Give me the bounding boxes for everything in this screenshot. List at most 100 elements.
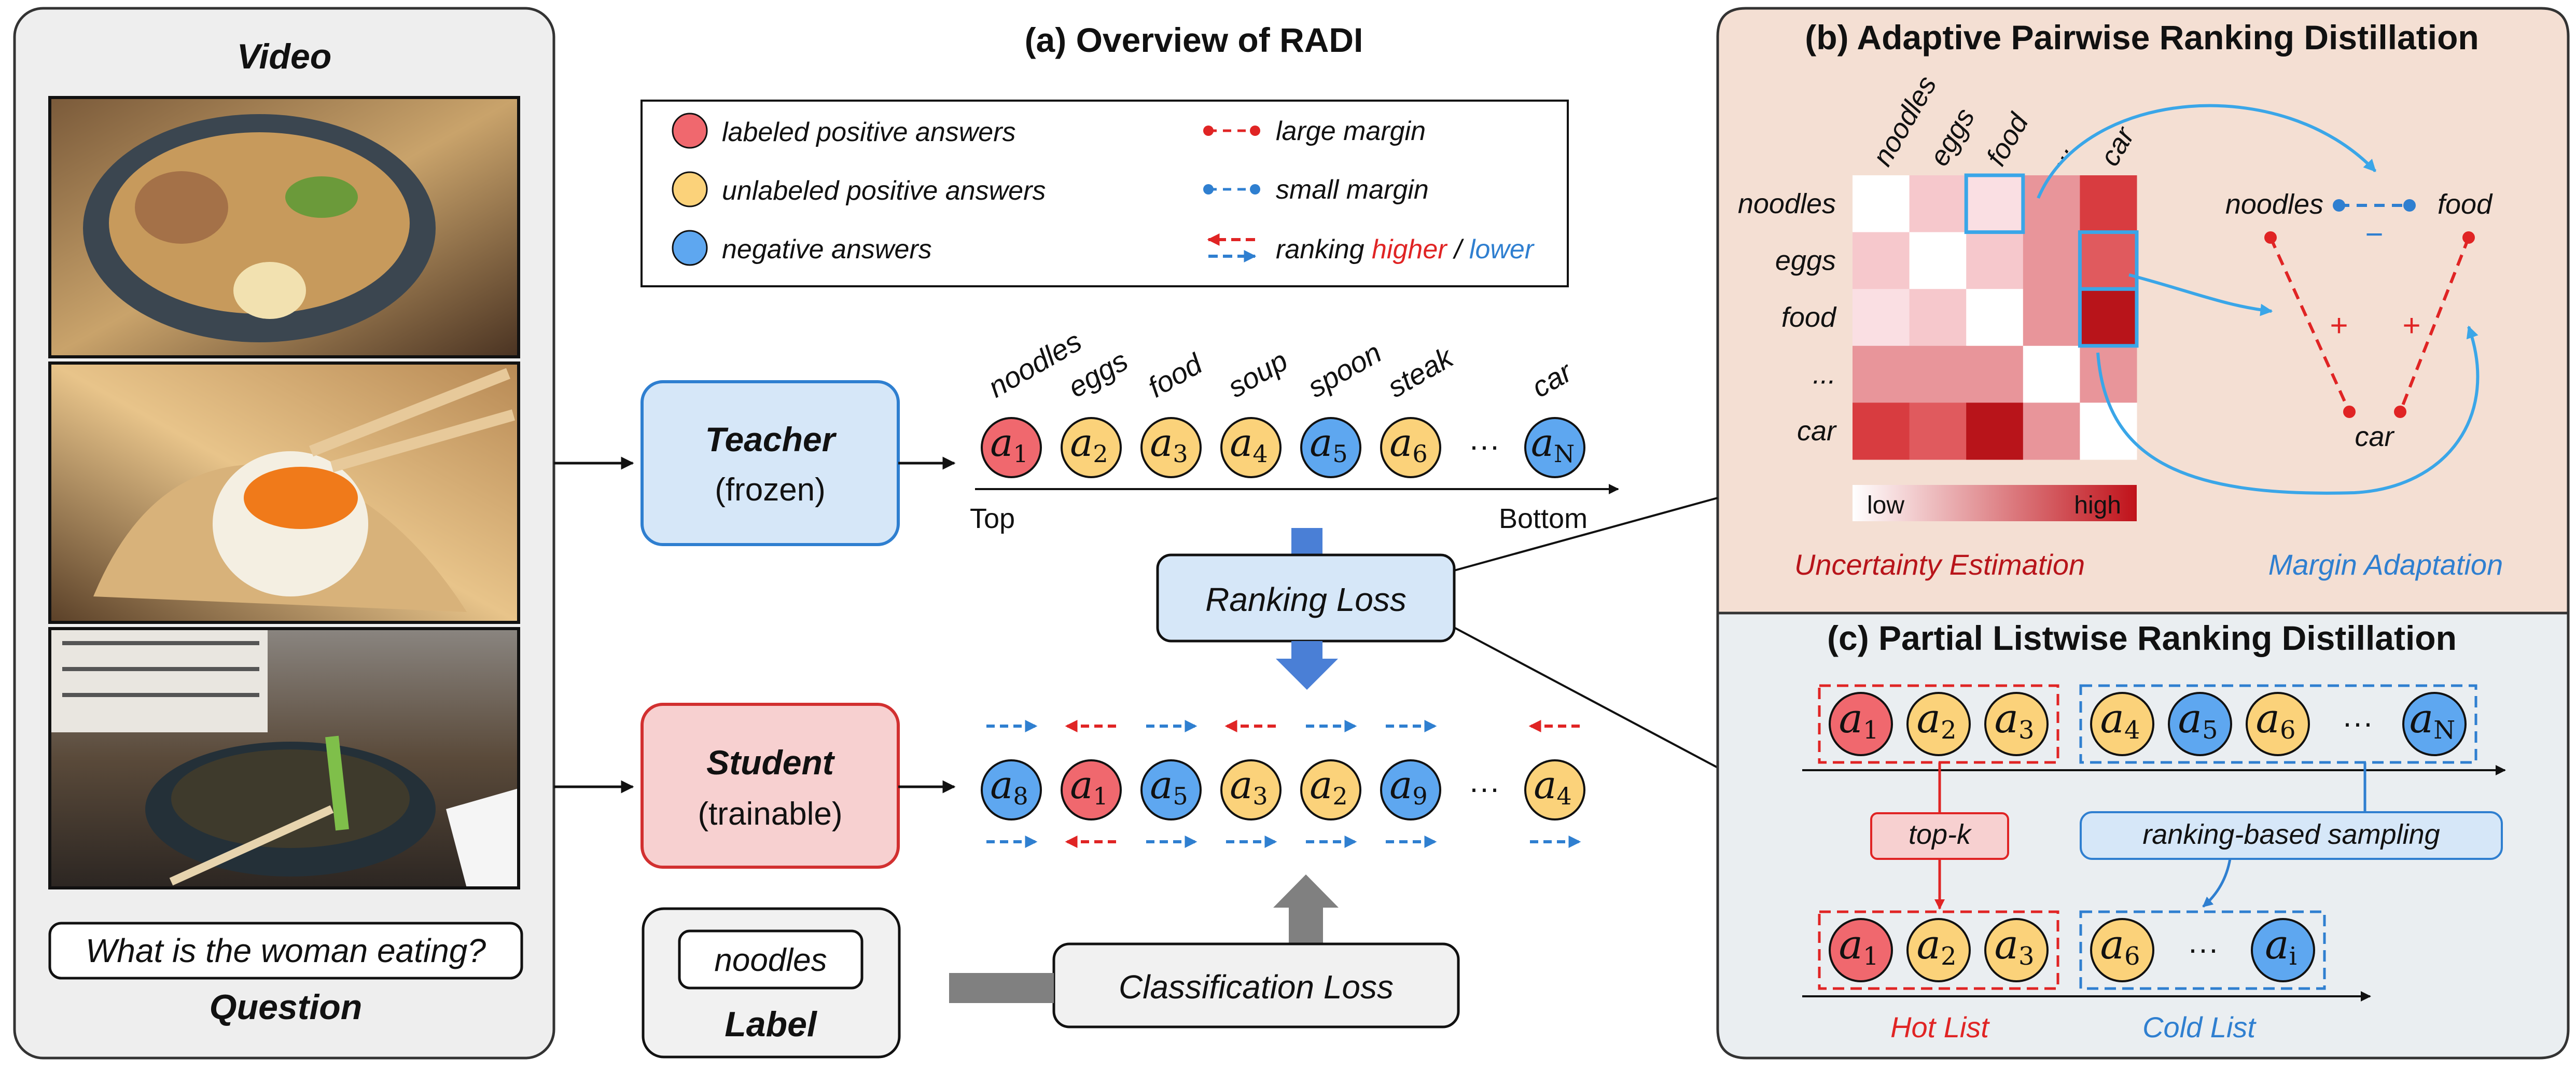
heatmap-cell-2-4 (2023, 232, 2080, 289)
teacher-word-7: car (1526, 355, 1579, 404)
video-frame-2 (48, 361, 520, 624)
bottom-list-answer-4-shape (2090, 918, 2154, 982)
student-answer-7: a4 (1524, 759, 1585, 820)
teacher-box: Teacher (frozen) (640, 380, 900, 546)
margin-adaptation-label: Margin Adaptation (2268, 548, 2503, 581)
student-answer-4: a3 (1220, 759, 1282, 820)
top-list-answer-1-shape (1829, 692, 1893, 756)
heatmap-cell-3-2 (1909, 289, 1967, 346)
top-list-answer-2-shape (1906, 692, 1971, 756)
legend-unlabeled-dot (672, 171, 708, 207)
heatmap-row-label-5: car (1797, 415, 1837, 447)
bottom-list-answer-4-label: a6 (2100, 922, 2140, 971)
listwise-title: (c) Partial Listwise Ranking Distillatio… (1827, 619, 2457, 657)
top-list-answer-7-shape (2402, 692, 2467, 756)
bottom-list-answer-1-shape (1829, 918, 1893, 982)
student-answer-7-shape (1524, 759, 1585, 820)
heatmap-row-label-4: ... (1813, 359, 1836, 390)
pairwise-title: (b) Adaptive Pairwise Ranking Distillati… (1805, 18, 2478, 57)
legend-small-margin-text: small margin (1276, 175, 1429, 205)
sampling-box (2080, 811, 2503, 860)
bottom-list-answer-2-label: a2 (1916, 922, 1956, 971)
teacher-answer-6: a6 (1380, 417, 1441, 478)
heatmap-cell-3-4 (2023, 289, 2080, 346)
legend-lower: lower (1469, 234, 1535, 265)
heatmap-cell-2-2 (1909, 232, 1967, 289)
teacher-answer-1: a1 (981, 417, 1042, 478)
ranking-loss-block: Ranking Loss (1156, 528, 1456, 690)
top-list-answer-2: a2 (1906, 692, 1971, 756)
teacher-answer-3-label: a3 (1150, 421, 1188, 468)
teacher-answer-2-shape (1061, 417, 1122, 478)
label-box: noodles Label (642, 907, 901, 1059)
listwise-panel: (c) Partial Listwise Ranking Distillatio… (1716, 611, 2570, 1060)
callout-to-pairwise (1454, 497, 1718, 572)
label-caption: Label (725, 1005, 818, 1044)
student-answer-5: a2 (1300, 759, 1361, 820)
bottom-list-answer-1-label: a1 (1839, 922, 1878, 971)
heatmap-cell-5-2 (1909, 402, 1967, 460)
heatmap-cell-4-1 (1853, 345, 1910, 403)
teacher-answer-1-shape (981, 417, 1042, 478)
video-frame-3 (48, 627, 520, 889)
teacher-word-6: steak (1382, 340, 1460, 404)
student-box: Student (trainable) (640, 703, 900, 869)
heatmap-highlight-3 (2078, 287, 2139, 348)
teacher-name: Teacher (705, 420, 837, 458)
teacher-answer-5-label: a5 (1310, 421, 1347, 468)
classification-loss-label: Classification Loss (1119, 968, 1394, 1006)
legend-small-margin-icon (1203, 184, 1260, 194)
teacher-word-3: food (1143, 346, 1208, 404)
student-answer-4-shape (1220, 759, 1282, 820)
top-list-answer-6: a6 (2246, 692, 2310, 756)
bottom-list-answer-2-shape (1906, 918, 1971, 982)
student-answer-6-label: a9 (1389, 763, 1427, 810)
overview-title: (a) Overview of RADI (1025, 21, 1363, 59)
heatmap-cell-1-3 (1966, 175, 2024, 233)
student-answer-2-label: a1 (1070, 763, 1108, 810)
legend: labeled positive answers unlabeled posit… (640, 100, 1569, 287)
ranking-loss-label: Ranking Loss (1205, 581, 1407, 618)
margin-minus: − (2365, 217, 2383, 252)
bottom-hot-frame (1818, 910, 2059, 990)
margin-node-car: car (2355, 421, 2394, 452)
question-label: Question (210, 987, 363, 1027)
teacher-word-4: soup (1222, 344, 1293, 404)
top-list-answer-7: aN (2402, 692, 2467, 756)
video-title: Video (237, 37, 332, 76)
heatmap-highlight-1 (1964, 173, 2025, 234)
top-list-answer-2-label: a2 (1916, 696, 1956, 745)
top-list-answer-5: a5 (2168, 692, 2232, 756)
legend-ranking-icon (1207, 233, 1257, 262)
heatmap-cell-1-2 (1909, 175, 1967, 233)
student-answer-1: a8 (981, 759, 1042, 820)
heatmap-cell-2-3 (1966, 232, 2024, 289)
teacher-answer-4: a4 (1220, 417, 1282, 478)
student-answer-3-shape (1140, 759, 1202, 820)
teacher-axis-bottom: Bottom (1499, 503, 1588, 534)
heatmap-cell-5-1 (1853, 402, 1910, 460)
teacher-answer-7: aN (1524, 417, 1585, 478)
student-answer-3: a5 (1140, 759, 1202, 820)
classification-block: Classification Loss (949, 874, 1460, 1028)
teacher-answer-5-shape (1300, 417, 1361, 478)
heatmap-cell-3-1 (1853, 289, 1910, 346)
margin-plus-left: + (2330, 308, 2348, 343)
video-frame-1 (48, 96, 520, 358)
bottom-list-answer-1: a1 (1829, 918, 1893, 982)
teacher-answer-5: a5 (1300, 417, 1361, 478)
student-answer-5-shape (1300, 759, 1361, 820)
topk-label: top-k (1909, 819, 1972, 850)
heatmap-cell-3-3 (1966, 289, 2024, 346)
bottom-list-ellipsis: ··· (2188, 931, 2219, 966)
label-value: noodles (714, 942, 827, 978)
heatmap-cell-1-5 (2080, 175, 2137, 233)
question-box (48, 922, 523, 980)
teacher-answer-3-shape (1140, 417, 1202, 478)
heatmap-cell-3-5 (2080, 289, 2137, 346)
margin-node-food: food (2438, 189, 2493, 220)
